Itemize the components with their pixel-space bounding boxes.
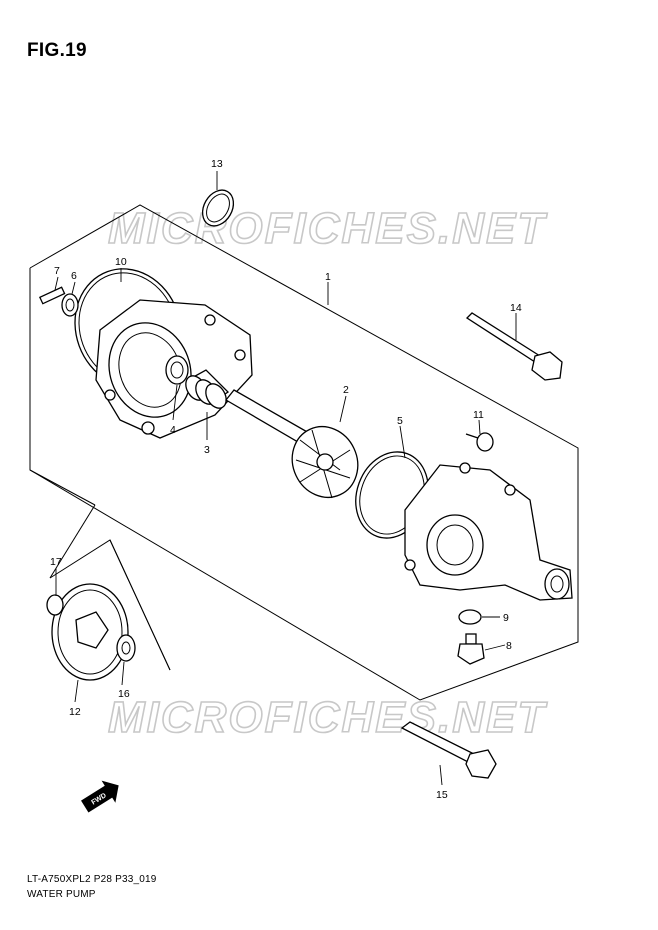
callout-part-17: 17 — [50, 556, 62, 568]
callout-labels: 1 2 3 4 5 6 7 8 9 10 11 12 13 14 15 16 1… — [50, 158, 522, 801]
footer-name: WATER PUMP — [27, 889, 96, 900]
callout-part-14: 14 — [510, 302, 522, 314]
callout-part-13: 13 — [211, 158, 223, 170]
watermark-bottom: MICROFICHES.NET — [107, 692, 547, 743]
callout-part-1: 1 — [325, 271, 331, 283]
callout-part-11: 11 — [473, 409, 484, 421]
svg-text:MICROFICHES.NET: MICROFICHES.NET — [108, 693, 547, 742]
pin-7 — [38, 286, 66, 305]
bolt-15 — [400, 721, 497, 779]
callout-part-12: 12 — [69, 706, 81, 718]
bolt-14 — [465, 312, 563, 381]
callout-part-9: 9 — [503, 612, 509, 624]
callout-part-6: 6 — [71, 270, 77, 282]
fwd-arrow-icon: FWD — [81, 780, 119, 813]
washer-6 — [61, 293, 79, 317]
svg-text:MICROFICHES.NET: MICROFICHES.NET — [108, 204, 547, 253]
callout-part-2: 2 — [343, 384, 349, 396]
circlip-17 — [46, 594, 64, 616]
callout-part-4: 4 — [170, 424, 176, 436]
seal-4 — [165, 355, 189, 385]
callout-part-3: 3 — [204, 444, 210, 456]
screw-11 — [465, 432, 494, 452]
gear-12 — [51, 583, 129, 681]
washer-16 — [116, 634, 136, 662]
o-ring-13 — [201, 189, 235, 227]
callout-part-5: 5 — [397, 415, 403, 427]
footer-code: LT-A750XPL2 P28 P33_019 — [27, 874, 157, 885]
pump-housing — [404, 462, 573, 601]
callout-part-7: 7 — [54, 265, 60, 277]
callout-part-10: 10 — [115, 256, 127, 268]
callout-part-15: 15 — [436, 789, 448, 801]
leader-lines — [54, 171, 517, 786]
watermark-top: MICROFICHES.NET — [107, 203, 547, 254]
impeller-shaft-2 — [225, 389, 359, 499]
washer-9 — [458, 609, 482, 625]
drain-bolt-8 — [457, 633, 485, 665]
callout-part-16: 16 — [118, 688, 130, 700]
figure-title: FIG.19 — [27, 40, 87, 61]
callout-part-8: 8 — [506, 640, 512, 652]
bellows-seal-3 — [185, 369, 230, 409]
